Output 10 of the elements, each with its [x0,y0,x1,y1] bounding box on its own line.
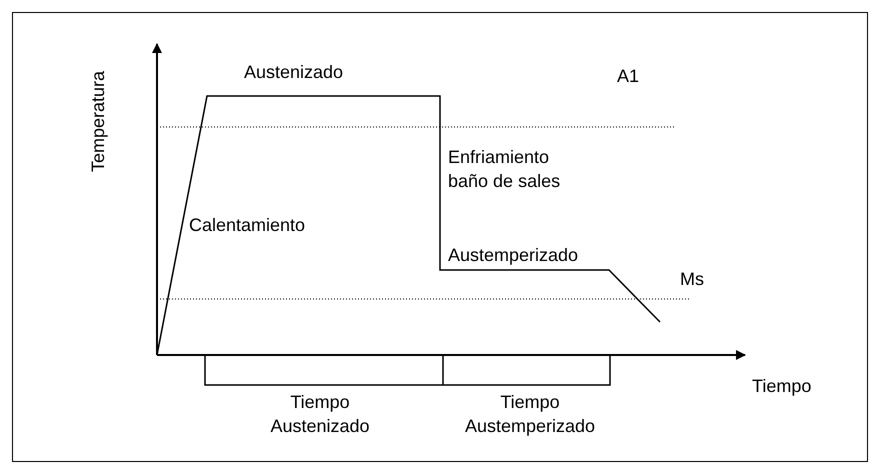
axis-label: Tiempo [752,375,812,398]
line-label: Ms [680,268,705,291]
phase-label: Calentamiento [189,214,306,237]
phase-label: Austenizado [244,61,344,84]
line-label: A1 [617,65,640,88]
axis-label: Temperatura [87,70,109,172]
interval-label: Tiempo Austenizado [269,391,371,438]
phase-label: Enfriamiento baño de sales [448,146,562,193]
interval-label: Tiempo Austemperizado [464,391,596,438]
phase-label: Austemperizado [448,244,580,267]
